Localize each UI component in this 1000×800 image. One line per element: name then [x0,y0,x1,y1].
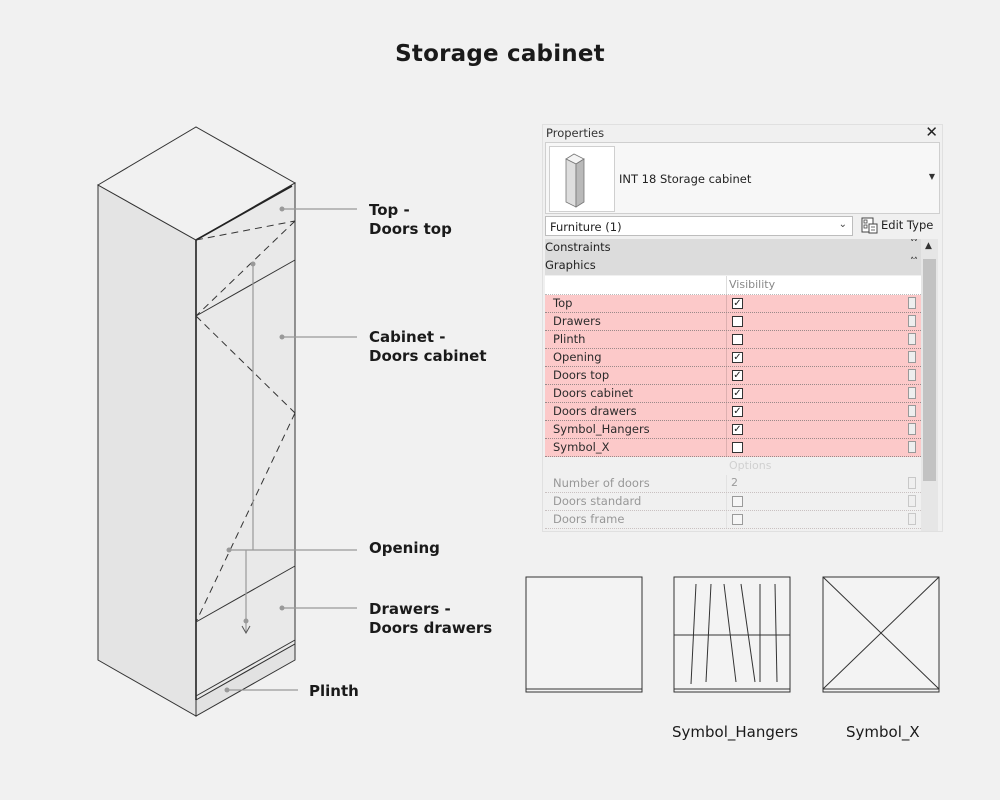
visibility-checkbox[interactable]: ✓ [732,406,743,417]
parameter-button[interactable] [908,477,916,489]
row-label: Symbol_X [553,440,610,454]
parameter-button[interactable] [908,387,916,399]
row-label: Doors cabinet [553,386,634,400]
option-row: Doors frame [545,511,921,529]
symbol-x-label: Symbol_X [846,723,920,741]
chevron-down-icon: ⌄ [838,219,847,230]
symbol-previews [525,576,940,693]
visibility-row: Doors drawers ✓ [545,403,921,421]
group-constraints[interactable]: Constraints ˅˅ [545,239,921,258]
callout-top-line2: Doors top [369,220,452,238]
parameter-button[interactable] [908,513,916,525]
callout-top: Top - Doors top [369,201,452,239]
option-checkbox[interactable] [732,514,743,525]
row-label: Doors drawers [553,404,637,418]
row-label: Symbol_Hangers [553,422,650,436]
parameter-button[interactable] [908,423,916,435]
visibility-row: Drawers [545,313,921,331]
category-select-value: Furniture (1) [550,220,622,234]
visibility-row: Doors top ✓ [545,367,921,385]
collapse-icon[interactable]: ˄˄ [910,257,918,267]
option-row-value[interactable]: 2 [731,476,738,489]
callout-opening-line1: Opening [369,539,440,557]
edit-type-label: Edit Type [881,218,934,232]
visibility-header-label: Visibility [729,278,776,291]
category-select[interactable]: Furniture (1) ⌄ [545,216,853,236]
panel-title: Properties [546,126,605,140]
visibility-checkbox[interactable] [732,316,743,327]
visibility-header: Visibility [545,276,921,295]
page-title: Storage cabinet [395,41,605,67]
visibility-checkbox[interactable]: ✓ [732,388,743,399]
row-label: Drawers [553,314,601,328]
visibility-checkbox[interactable]: ✓ [732,370,743,381]
visibility-row: Top ✓ [545,295,921,313]
symbol-plain-preview [525,576,643,693]
edit-type-icon [861,217,878,234]
visibility-checkbox[interactable] [732,334,743,345]
scroll-up-icon[interactable]: ▲ [925,241,932,251]
parameter-button[interactable] [908,441,916,453]
visibility-row: Symbol_Hangers ✓ [545,421,921,439]
option-checkbox[interactable] [732,496,743,507]
visibility-checkbox[interactable]: ✓ [732,352,743,363]
cabinet-isometric-drawing [96,126,357,717]
option-row: Number of doors 2 [545,475,921,493]
type-name: INT 18 Storage cabinet [619,172,752,186]
type-selector[interactable]: INT 18 Storage cabinet ▼ [545,142,940,214]
parameter-button[interactable] [908,405,916,417]
close-icon[interactable]: ✕ [925,124,938,141]
callout-drawers-line1: Drawers - [369,600,451,618]
option-row: Doors standard [545,493,921,511]
visibility-checkbox[interactable] [732,442,743,453]
properties-grid: Constraints ˅˅ Graphics ˄˄ Visibility To… [545,239,921,531]
callout-drawers: Drawers - Doors drawers [369,600,492,638]
callout-cabinet: Cabinet - Doors cabinet [369,328,487,366]
row-label: Top [553,296,573,310]
symbol-x-preview [822,576,940,693]
parameter-button[interactable] [908,297,916,309]
scrollbar[interactable]: ▲ [921,239,938,531]
options-header-label: Options [729,459,772,472]
option-row-label: Doors standard [553,494,642,508]
visibility-checkbox[interactable]: ✓ [732,424,743,435]
parameter-button[interactable] [908,333,916,345]
group-constraints-label: Constraints [545,240,611,254]
options-header: Options [545,457,921,475]
visibility-row: Plinth [545,331,921,349]
callout-opening: Opening [369,539,440,558]
group-graphics[interactable]: Graphics ˄˄ [545,257,921,276]
parameter-button[interactable] [908,369,916,381]
type-dropdown-arrow-icon[interactable]: ▼ [928,172,935,181]
group-graphics-label: Graphics [545,258,596,272]
callout-plinth: Plinth [309,682,359,701]
parameter-button[interactable] [908,315,916,327]
edit-type-button[interactable]: Edit Type [860,215,938,237]
visibility-row: Doors cabinet ✓ [545,385,921,403]
row-label: Opening [553,350,602,364]
type-thumbnail [549,146,615,212]
callout-top-line1: Top - [369,201,410,219]
row-label: Doors top [553,368,610,382]
cabinet-thumbnail-icon [565,153,585,208]
parameter-button[interactable] [908,351,916,363]
callout-drawers-line2: Doors drawers [369,619,493,637]
callout-cabinet-line1: Cabinet - [369,328,446,346]
option-row-label: Number of doors [553,476,650,490]
callout-cabinet-line2: Doors cabinet [369,347,487,365]
scrollbar-thumb[interactable] [923,259,936,481]
row-label: Plinth [553,332,586,346]
visibility-row: Opening ✓ [545,349,921,367]
visibility-row: Symbol_X [545,439,921,457]
option-row-label: Doors frame [553,512,625,526]
properties-panel: Properties ✕ INT 18 Storage cabinet ▼ Fu… [542,124,943,532]
expand-icon[interactable]: ˅˅ [910,239,918,249]
callout-plinth-line1: Plinth [309,682,359,700]
parameter-button[interactable] [908,495,916,507]
visibility-checkbox[interactable]: ✓ [732,298,743,309]
symbol-hangers-label: Symbol_Hangers [672,723,799,741]
symbol-hangers-preview [673,576,791,693]
